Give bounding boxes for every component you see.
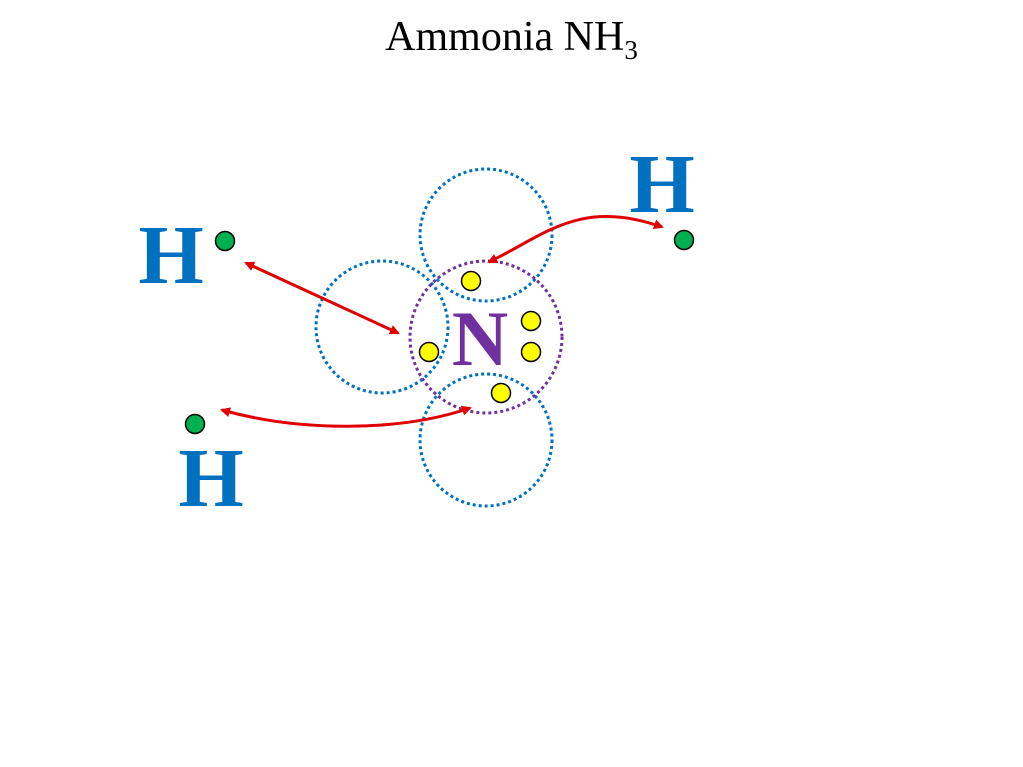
nitrogen-electron <box>418 341 440 363</box>
hydrogen-orbit-left <box>314 259 450 395</box>
hydrogen-bottom-label: H <box>178 432 243 525</box>
hydrogen-left-label: H <box>138 209 203 302</box>
bond-arrow-right <box>487 214 664 264</box>
nitrogen-electron <box>520 341 542 363</box>
page-title: Ammonia NH3 <box>0 14 1023 64</box>
nitrogen-label: N <box>452 295 508 382</box>
hydrogen-electron-left <box>214 230 236 252</box>
nitrogen-electron <box>520 310 542 332</box>
hydrogen-electron-right <box>673 229 695 251</box>
title-subscript: 3 <box>624 35 638 65</box>
hydrogen-electron-bottom <box>184 413 206 435</box>
nitrogen-orbit <box>408 259 564 415</box>
hydrogen-right-label: H <box>629 138 694 231</box>
hydrogen-orbit-bottom <box>418 372 554 508</box>
title-text: Ammonia NH <box>385 14 625 60</box>
hydrogen-orbit-top <box>418 167 554 303</box>
bond-arrow-bottom <box>220 405 472 428</box>
nitrogen-electron <box>460 270 482 292</box>
bond-arrow-left <box>244 261 400 335</box>
nitrogen-electron <box>490 382 512 404</box>
